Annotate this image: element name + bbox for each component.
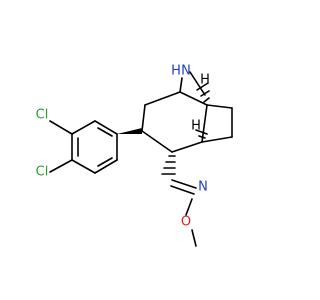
bond-n-o [185,198,193,216]
stereo-h-label-bottom: H [191,119,201,134]
bicyclic-core: H H [117,71,233,153]
bond-c5-c1 [179,91,208,106]
bond-ch-n [171,179,197,189]
hash-bond-c8-h [195,129,208,139]
oxime-oxygen-label: O [181,215,191,230]
oxime-group [161,155,197,247]
bond-ring-double-1 [97,127,113,137]
bond-c-cl-bottom [49,159,73,173]
bond-c8-c2 [171,141,203,153]
bond-c8-c1 [201,104,208,143]
chlorine-bottom-label: Cl [36,165,49,180]
bond-ring-1 [94,120,118,135]
bond-c2-c3 [141,130,173,153]
molecule-structure-diagram: Cl Cl H H H N [36,64,233,247]
chlorine-top-label: Cl [36,108,49,123]
bridge-hydrogen-label: H [171,64,181,79]
stereo-h-label-top: H [200,73,210,88]
bond-c3-c4 [141,104,146,132]
bond-o-ch3 [191,229,197,247]
bond-ring-double-2 [97,157,113,167]
hash-bond-c1-h [196,82,210,103]
bond-c1-c6 [206,104,233,109]
bond-c7-c8 [201,136,233,143]
bond-ring-6 [71,120,96,135]
bridge-nitrogen-label: N [181,64,191,79]
bond-c4-c5 [144,91,181,106]
wedge-bond-aryl [117,128,142,134]
bond-ring-3 [94,159,118,174]
bond-ring-4 [71,159,96,174]
oxime-nitrogen-label: N [198,180,208,195]
bond-n-c1 [189,71,206,96]
bond-ch-n-double [170,185,195,195]
bond-c5-n [179,77,183,93]
benzene-ring [71,120,118,174]
hash-bond-c2-ch [161,155,176,175]
bond-c-cl-top [49,120,73,135]
